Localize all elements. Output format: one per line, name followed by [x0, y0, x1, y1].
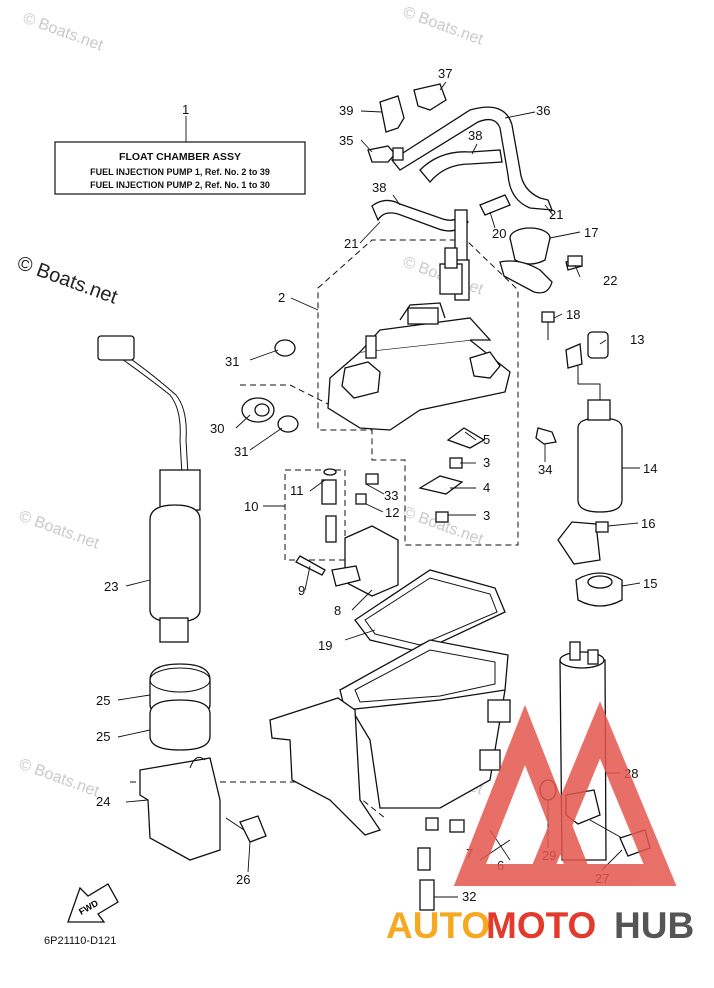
clips: [367, 83, 447, 163]
callout-11: 11: [290, 483, 304, 498]
bracket-15: [575, 572, 623, 607]
callout-36: 36: [536, 103, 550, 118]
gasket: [354, 569, 506, 653]
callout-21a: 21: [549, 207, 563, 222]
callout-18: 18: [566, 307, 580, 322]
callout-5: 5: [483, 432, 490, 447]
callout-32: 32: [462, 889, 476, 904]
callout-14: 14: [643, 461, 657, 476]
brand-part-3: HUB: [614, 905, 694, 946]
callout-8: 8: [334, 603, 341, 618]
logo-triangle-left: [453, 704, 597, 886]
callout-13: 13: [630, 332, 644, 347]
callouts: 1 2 3 3 4 5 6 7 8 9 10 11 12 13 14 15 16…: [96, 66, 657, 904]
callout-31a: 31: [225, 354, 239, 369]
callout-30: 30: [210, 421, 224, 436]
callout-22: 22: [603, 273, 617, 288]
watermark-1: © Boats.net: [21, 10, 106, 55]
screws: [365, 255, 583, 523]
callout-35: 35: [339, 133, 353, 148]
brand-logo-mark: [453, 701, 677, 886]
bands: [149, 663, 211, 751]
callout-25a: 25: [96, 693, 110, 708]
title-line-1: FUEL INJECTION PUMP 1, Ref. No. 2 to 39: [90, 167, 270, 177]
vapor-separator: [327, 247, 511, 431]
watermark-6: © Boats.net: [17, 756, 102, 801]
callout-17: 17: [584, 225, 598, 240]
callout-4: 4: [483, 480, 490, 495]
cover: [331, 525, 399, 597]
title-box: FLOAT CHAMBER ASSY FUEL INJECTION PUMP 1…: [54, 116, 306, 195]
callout-39: 39: [339, 103, 353, 118]
callout-19: 19: [318, 638, 332, 653]
callout-34: 34: [538, 462, 552, 477]
callout-2: 2: [278, 290, 285, 305]
callout-38b: 38: [372, 180, 386, 195]
callout-21b: 21: [344, 236, 358, 251]
watermark-4: © Boats.net: [17, 508, 102, 553]
float-chamber: [269, 639, 511, 836]
callout-1: 1: [182, 102, 189, 117]
brand-part-2: MOTO: [486, 905, 596, 946]
grommets: [241, 339, 299, 433]
fwd-arrow: FWD: [67, 883, 119, 923]
callout-38a: 38: [468, 128, 482, 143]
fuel-pump-14: [565, 331, 623, 513]
callout-25b: 25: [96, 729, 110, 744]
callout-33: 33: [384, 488, 398, 503]
watermark-2: © Boats.net: [401, 4, 486, 49]
callout-10: 10: [244, 499, 258, 514]
brand-part-1: AUTO: [386, 905, 490, 946]
callout-3a: 3: [483, 455, 490, 470]
callout-12: 12: [385, 505, 399, 520]
callout-20: 20: [492, 226, 506, 241]
watermark-large: © Boats.net: [14, 252, 120, 309]
logo-triangle-right: [523, 701, 677, 886]
bolt-26: [225, 815, 267, 843]
title-line-2: FUEL INJECTION PUMP 2, Ref. No. 1 to 30: [90, 180, 270, 190]
filter-16: [557, 521, 609, 565]
fuel-pump-23: [97, 335, 201, 643]
callout-37: 37: [438, 66, 452, 81]
callout-26: 26: [236, 872, 250, 887]
watermark-5: © Boats.net: [401, 504, 486, 549]
callout-16: 16: [641, 516, 655, 531]
callout-3b: 3: [483, 508, 490, 523]
callout-23: 23: [104, 579, 118, 594]
brackets: [418, 427, 486, 495]
brand-wordmark: AUTO MOTO HUB: [386, 905, 694, 946]
title-heading: FLOAT CHAMBER ASSY: [119, 151, 241, 163]
pressure-regulator: [499, 227, 583, 294]
callout-31b: 31: [234, 444, 248, 459]
fitting-group: [295, 468, 367, 576]
callout-9: 9: [298, 583, 305, 598]
callout-15: 15: [643, 576, 657, 591]
hose-32: [417, 847, 435, 911]
callout-24: 24: [96, 794, 110, 809]
bracket-24: [139, 756, 221, 861]
fuel-hoses: [371, 106, 553, 301]
diagram-code: 6P21110-D121: [44, 935, 116, 947]
